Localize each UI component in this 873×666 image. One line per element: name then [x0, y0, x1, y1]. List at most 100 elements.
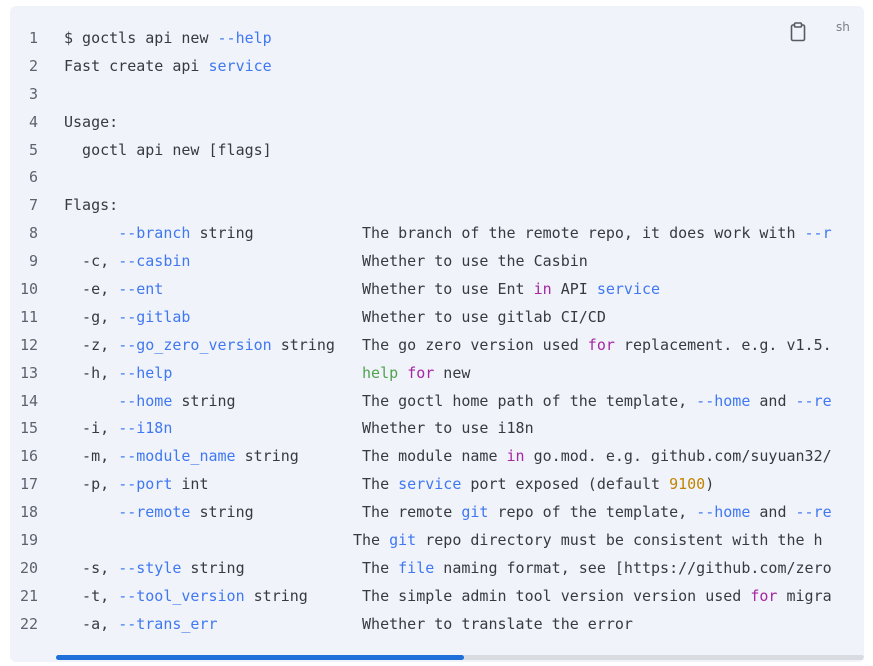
code-token	[64, 503, 118, 521]
line-number: 3	[28, 84, 38, 103]
line-number: 14	[19, 391, 38, 410]
line-code: -z, --go_zero_version string The go zero…	[64, 332, 832, 360]
code-token: and	[750, 503, 796, 522]
line-number: 5	[28, 140, 38, 159]
line-code: -e, --ent Whether to use Ent in API serv…	[64, 276, 660, 304]
code-token	[64, 392, 118, 410]
code-token: --r	[804, 224, 832, 243]
code-token: git	[461, 503, 489, 522]
line-code: --branch string The branch of the remote…	[64, 220, 832, 248]
line-number: 9	[28, 252, 38, 271]
line-number: 22	[19, 614, 38, 633]
code-token: in	[533, 280, 552, 299]
line-code: -m, --module_name string The module name…	[64, 443, 832, 471]
code-token: string The branch of the remote repo, it…	[190, 224, 805, 243]
code-token: string The simple admin tool version ver…	[244, 586, 751, 605]
code-token: port exposed (default	[461, 475, 670, 494]
code-token: --branch	[118, 224, 191, 243]
code-token: -c,	[64, 252, 119, 271]
code-token: 9100	[669, 475, 706, 494]
code-token: for	[750, 586, 778, 605]
line-code: -a, --trans_err Whether to translate the…	[64, 611, 633, 639]
code-token: Whether to use Ent	[163, 280, 534, 299]
horizontal-scrollbar[interactable]	[56, 655, 864, 660]
code-token: --i18n	[118, 419, 173, 438]
clipboard-icon	[790, 22, 806, 42]
copy-button[interactable]	[784, 18, 812, 46]
code-token: for	[407, 363, 435, 382]
line-code: -c, --casbin Whether to use the Casbin	[64, 248, 588, 276]
code-token: migra	[777, 586, 832, 605]
code-token	[398, 364, 407, 382]
code-token: -h,	[64, 363, 119, 382]
code-token: -g,	[64, 307, 119, 326]
code-token: Usage:	[64, 112, 119, 131]
line-code: $ goctls api new --help	[64, 25, 272, 53]
line-number: 16	[19, 447, 38, 466]
code-toolbar: sh	[764, 18, 864, 46]
code-line: 9 -c, --casbin Whether to use the Casbin	[10, 248, 864, 276]
code-line: 19 The git repo directory must be consis…	[10, 527, 864, 555]
code-token: --ent	[118, 280, 164, 299]
code-token: The	[64, 531, 390, 550]
line-code: --remote string The remote git repo of t…	[64, 499, 831, 527]
line-number: 12	[19, 335, 38, 354]
line-code: -h, --help help for new	[64, 360, 470, 388]
code-token: Whether to use gitlab CI/CD	[190, 307, 606, 326]
line-code: --home string The goctl home path of the…	[64, 388, 831, 416]
code-token: -z,	[64, 335, 119, 354]
code-line: 8 --branch string The branch of the remo…	[10, 220, 864, 248]
scrollbar-thumb[interactable]	[56, 655, 465, 660]
line-code: Usage:	[64, 109, 118, 137]
code-token: )	[705, 475, 715, 494]
code-line: 15 -i, --i18n Whether to use i18n	[10, 415, 864, 443]
code-token	[64, 224, 118, 242]
code-line: 22 -a, --trans_err Whether to translate …	[10, 611, 864, 639]
line-number: 13	[19, 363, 38, 382]
code-token: -i,	[64, 419, 119, 438]
line-number: 7	[28, 196, 38, 215]
code-token: --trans_err	[118, 614, 218, 633]
code-line: 18 --remote string The remote git repo o…	[10, 499, 864, 527]
code-token: and	[750, 391, 796, 410]
code-line: 11 -g, --gitlab Whether to use gitlab CI…	[10, 304, 864, 332]
code-token: API	[551, 280, 597, 299]
line-code: Fast create api service	[64, 53, 272, 81]
code-line: 2 Fast create api service	[10, 53, 864, 81]
code-line: 3	[10, 81, 864, 109]
code-token: goctl api new [flags]	[64, 140, 272, 159]
code-token: repo of the template,	[488, 503, 697, 522]
line-number: 4	[28, 112, 38, 131]
language-label: sh	[836, 20, 850, 34]
code-token: go.mod. e.g. github.com/suyuan32/	[524, 447, 832, 466]
code-line: 4 Usage:	[10, 109, 864, 137]
code-token: new	[434, 363, 471, 382]
code-token: -t,	[64, 586, 119, 605]
code-token: -s,	[64, 558, 119, 577]
line-code: -g, --gitlab Whether to use gitlab CI/CD	[64, 304, 606, 332]
code-token: string The module name	[235, 447, 507, 466]
code-token: --home	[118, 391, 173, 410]
line-number: 11	[19, 307, 38, 326]
code-token: file	[398, 558, 435, 577]
code-token: --help	[217, 29, 272, 47]
line-code: -s, --style string The file naming forma…	[64, 555, 832, 583]
code-token: replacement. e.g. v1.5.	[614, 335, 832, 354]
code-token: string The goctl home path of the templa…	[172, 391, 697, 410]
code-line: 6	[10, 164, 864, 192]
code-token: for	[587, 335, 615, 354]
code-token: --help	[118, 363, 173, 382]
code-token: --module_name	[118, 447, 236, 466]
code-token: int The	[172, 475, 399, 494]
code-token: --home	[696, 503, 751, 522]
code-token: --remote	[118, 503, 191, 522]
line-number: 2	[28, 56, 38, 75]
code-line: 20 -s, --style string The file naming fo…	[10, 555, 864, 583]
line-number: 15	[19, 419, 38, 438]
code-line: 16 -m, --module_name string The module n…	[10, 443, 864, 471]
code-line: 12 -z, --go_zero_version string The go z…	[10, 332, 864, 360]
line-code: The git repo directory must be consisten…	[64, 527, 823, 555]
line-number: 8	[28, 224, 38, 243]
line-number: 17	[19, 475, 38, 494]
code-token: service	[596, 280, 661, 299]
